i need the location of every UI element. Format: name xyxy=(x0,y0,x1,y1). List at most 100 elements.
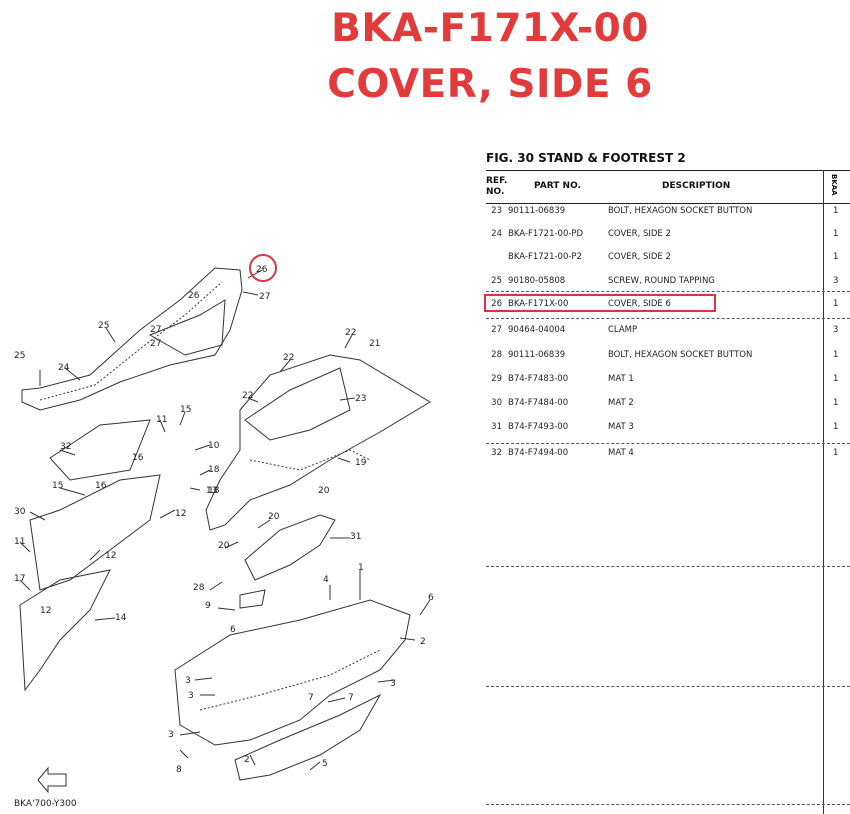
callout-label: 28 xyxy=(193,583,205,593)
table-cell: MAT 1 xyxy=(608,374,634,384)
table-cell: 31 xyxy=(491,422,502,432)
callout-label: 8 xyxy=(176,765,182,775)
table-cell: 3 xyxy=(833,325,839,335)
callout-label: 15 xyxy=(52,481,63,491)
table-cell: 1 xyxy=(833,350,839,360)
table-cell: 25 xyxy=(491,276,502,286)
figure-title: FIG. 30 STAND & FOOTREST 2 xyxy=(486,151,686,165)
callout-label: 11 xyxy=(156,415,167,425)
table-row: 31 B74-F7493-00 MAT 3 1 xyxy=(486,422,850,440)
callout-label: 5 xyxy=(322,759,328,769)
table-cell: 23 xyxy=(491,206,502,216)
callout-label: 18 xyxy=(208,486,220,496)
callout-label: 20 xyxy=(268,512,280,522)
table-cell: MAT 3 xyxy=(608,422,634,432)
callout-label: 25 xyxy=(98,321,109,331)
table-cell: B74-F7493-00 xyxy=(508,422,569,432)
mat-3-shape xyxy=(244,514,336,581)
callout-label: 7 xyxy=(308,693,314,703)
callout-labels: 26 27 25 26 24 27 27 25 22 21 22 22 23 1… xyxy=(14,265,434,775)
table-cell: SCREW, ROUND TAPPING xyxy=(608,276,715,286)
callout-label: 4 xyxy=(323,575,329,585)
header-ref-line1: REF. xyxy=(486,176,508,186)
table-row: BKA-F1721-00-P2 COVER, SIDE 2 1 xyxy=(486,252,850,270)
callout-label: 20 xyxy=(218,541,230,551)
callout-label: 18 xyxy=(208,465,220,475)
table-row: 27 90464-04004 CLAMP 3 xyxy=(486,325,850,343)
callout-label: 24 xyxy=(58,363,70,373)
side-cover-2-shape xyxy=(21,267,243,411)
table-cell: 1 xyxy=(833,206,839,216)
table-cell: 26 xyxy=(491,299,502,309)
side-cover-6-shape xyxy=(205,354,431,531)
callout-label: 10 xyxy=(208,441,220,451)
callout-label: 27 xyxy=(150,325,161,335)
callout-label: 21 xyxy=(369,339,380,349)
callout-label: 17 xyxy=(14,574,25,584)
callout-label: 22 xyxy=(242,391,253,401)
table-cell: BOLT, HEXAGON SOCKET BUTTON xyxy=(608,350,753,360)
callout-label: 12 xyxy=(40,606,51,616)
header-description: DESCRIPTION xyxy=(662,181,731,191)
table-cell: 90111-06839 xyxy=(508,206,566,216)
callout-label: 3 xyxy=(188,691,194,701)
table-cell: BOLT, HEXAGON SOCKET BUTTON xyxy=(608,206,753,216)
table-cell: COVER, SIDE 2 xyxy=(608,252,671,262)
callout-label: 6 xyxy=(230,625,236,635)
table-cell: B74-F7494-00 xyxy=(508,448,569,458)
table-cell: BKA-F1721-00-PD xyxy=(508,229,584,239)
table-cell: COVER, SIDE 2 xyxy=(608,229,671,239)
table-cell: MAT 4 xyxy=(608,448,634,458)
callout-label: 26 xyxy=(256,265,268,275)
callout-label: 22 xyxy=(283,353,294,363)
callout-label: 12 xyxy=(105,551,116,561)
callout-label: 30 xyxy=(14,507,26,517)
table-cell: 90464-04004 xyxy=(508,325,566,335)
callout-label: 1 xyxy=(358,563,364,573)
callout-label: 22 xyxy=(345,328,356,338)
table-cell: MAT 2 xyxy=(608,398,634,408)
callout-label: 3 xyxy=(390,679,396,689)
front-direction-arrow-icon xyxy=(37,766,67,794)
part-name-title: COVER, SIDE 6 xyxy=(327,62,653,107)
callout-label: 23 xyxy=(355,394,366,404)
callout-label: 3 xyxy=(168,730,174,740)
table-cell: CLAMP xyxy=(608,325,638,335)
callout-label: 31 xyxy=(350,532,361,542)
callout-label: 11 xyxy=(14,537,25,547)
table-row: 23 90111-06839 BOLT, HEXAGON SOCKET BUTTON… xyxy=(486,206,850,224)
callout-label: 20 xyxy=(318,486,330,496)
table-cell: 24 xyxy=(491,229,502,239)
callout-label: 3 xyxy=(185,676,191,686)
callout-label: 16 xyxy=(95,481,107,491)
part-number-title: BKA-F171X-00 xyxy=(331,6,649,51)
callout-label: 16 xyxy=(132,453,144,463)
header-ref-line2: NO. xyxy=(486,187,505,197)
table-cell: B74-F7484-00 xyxy=(508,398,569,408)
callout-label: 19 xyxy=(355,458,367,468)
callout-label: 2 xyxy=(420,637,426,647)
table-cell: COVER, SIDE 6 xyxy=(608,299,671,309)
callout-label: 2 xyxy=(244,755,250,765)
callout-label: 32 xyxy=(60,442,71,452)
callout-label: 26 xyxy=(188,291,200,301)
table-cell: 1 xyxy=(833,299,839,309)
callout-label: 25 xyxy=(14,351,25,361)
table-cell: BKA-F1721-00-P2 xyxy=(508,252,582,262)
row-highlight-box xyxy=(484,294,716,312)
callout-label: 13 xyxy=(206,486,217,496)
header-part-no: PART NO. xyxy=(534,181,581,191)
table-cell: 30 xyxy=(491,398,502,408)
table-cell: 27 xyxy=(491,325,502,335)
exploded-parts-diagram: 26 27 25 26 24 27 27 25 22 21 22 22 23 1… xyxy=(14,254,434,809)
table-cell: 1 xyxy=(833,252,839,262)
callout-label: 7 xyxy=(348,693,354,703)
table-cell: 1 xyxy=(833,422,839,432)
